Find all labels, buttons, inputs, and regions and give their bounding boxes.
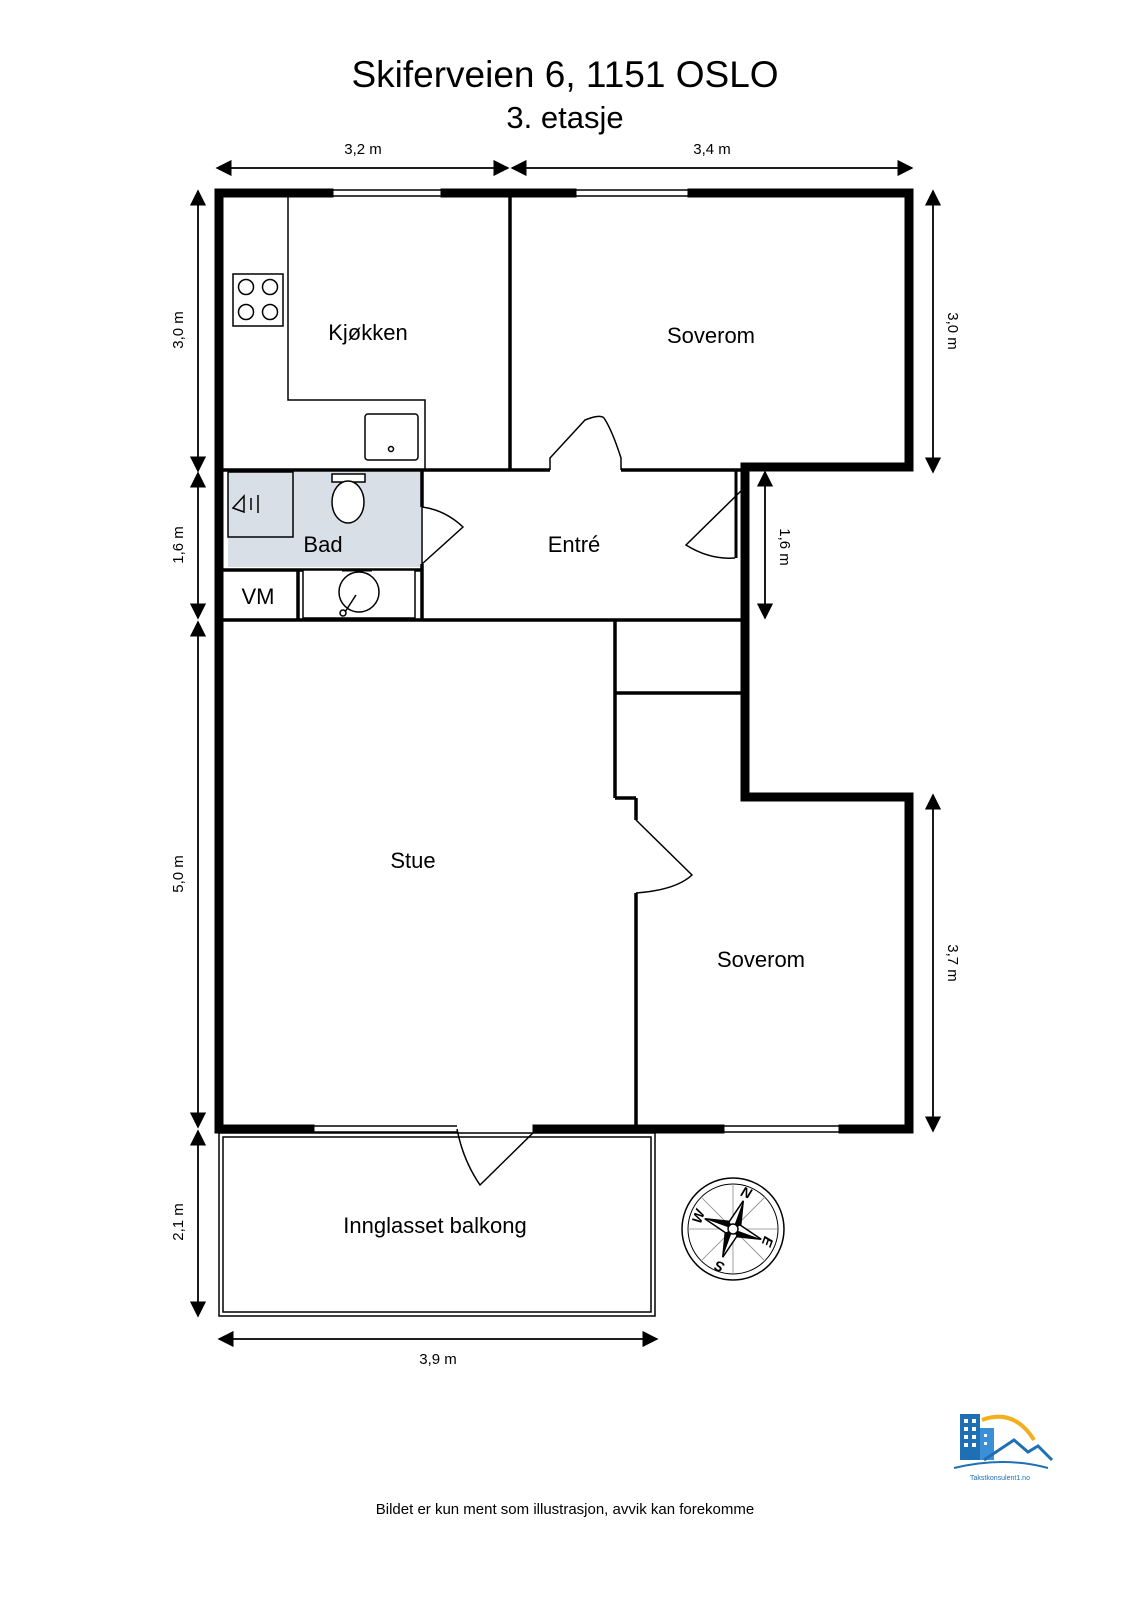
- floor-label: 3. etasje: [506, 100, 623, 135]
- dim-left-bath: 1,6 m: [170, 526, 187, 564]
- dim-right-entry: 1,6 m: [776, 528, 793, 566]
- room-label-bedroom-bottom: Soverom: [717, 947, 805, 972]
- dim-top-right: 3,4 m: [693, 141, 731, 158]
- dim-right-bedroom-top: 3,0 m: [944, 312, 961, 350]
- shower-area: [227, 471, 294, 538]
- doors: [421, 415, 746, 1187]
- dim-top-left: 3,2 m: [344, 141, 382, 158]
- dim-left-living: 5,0 m: [170, 855, 187, 893]
- room-label-bedroom-top: Soverom: [667, 323, 755, 348]
- washbasin-icon: [338, 571, 380, 613]
- bath-floor-fill: [228, 472, 421, 567]
- toilet-icon: [331, 480, 365, 524]
- logo-text: Takstkonsulent1.no: [970, 1475, 1030, 1482]
- room-label-entry: Entré: [548, 532, 601, 557]
- company-logo: Takstkonsulent1.no: [953, 1414, 1054, 1482]
- dim-left-kitchen: 3,0 m: [170, 311, 187, 349]
- plan-title: Skiferveien 6, 1151 OSLO: [351, 54, 778, 95]
- kitchen-counter: [232, 197, 426, 470]
- bath-fixtures: [227, 471, 416, 619]
- sink-icon: [364, 413, 419, 461]
- dimension-lines: [189, 159, 942, 1348]
- windows: [215, 189, 843, 1133]
- exterior-walls: [214, 188, 914, 1134]
- room-label-bath: Bad: [303, 532, 342, 557]
- compass-icon: N E S W: [681, 1177, 785, 1281]
- dim-bottom-balcony: 3,9 m: [419, 1351, 457, 1368]
- room-label-balcony: Innglasset balkong: [343, 1213, 526, 1238]
- footer-disclaimer: Bildet er kun ment som illustrasjon, avv…: [376, 1501, 754, 1518]
- room-label-living: Stue: [390, 848, 435, 873]
- balcony-outline: [218, 1132, 656, 1317]
- dim-left-balcony: 2,1 m: [170, 1203, 187, 1241]
- room-label-water-heater: VM: [242, 584, 275, 609]
- dim-right-bedroom-bottom: 3,7 m: [944, 944, 961, 982]
- room-label-kitchen: Kjøkken: [328, 320, 407, 345]
